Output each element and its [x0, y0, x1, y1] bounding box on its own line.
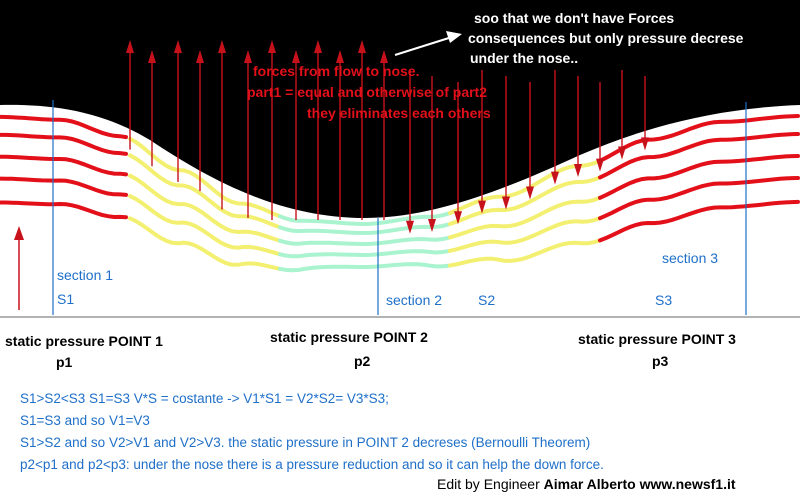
- top-left-label: under the nose..: [5, 10, 106, 25]
- down-arrow-head: [428, 218, 436, 232]
- streamline: [598, 132, 800, 180]
- static-pressure-arrow: [14, 226, 24, 310]
- area-s1-label: S1: [57, 291, 75, 307]
- streamline: [598, 199, 800, 243]
- point-2-symbol: p2: [354, 353, 371, 369]
- point-3-symbol: p3: [652, 353, 669, 369]
- down-arrow-head: [478, 200, 486, 214]
- credit-line: Edit by Engineer Aimar Alberto www.newsf…: [437, 476, 736, 492]
- streamline: [128, 136, 282, 219]
- down-arrow-head: [641, 137, 649, 151]
- downward-force-arrows: [406, 70, 649, 234]
- streamline: [128, 153, 282, 230]
- streamline: [448, 175, 602, 226]
- area-s3-label: S3: [655, 292, 673, 308]
- note-top-right: soo that we don't have Forces consequenc…: [468, 8, 743, 68]
- up-arrow-head: [196, 50, 204, 63]
- streamline: [128, 194, 282, 257]
- up-arrow-head: [126, 40, 134, 53]
- annotation-arrow: [394, 31, 462, 56]
- down-arrow-head: [502, 196, 510, 210]
- streamline: [278, 222, 450, 236]
- up-arrow-head: [244, 50, 252, 63]
- streamline: [448, 216, 602, 253]
- formula-line-1: S1>S2<S3 S1=S3 V*S = costante -> V1*S1 =…: [20, 391, 389, 406]
- streamline: [448, 238, 602, 268]
- credit-name: Aimar Alberto: [543, 476, 636, 492]
- section-3-label: section 3: [662, 250, 719, 266]
- point-2-label: static pressure POINT 2: [270, 329, 428, 345]
- point-1-label: static pressure POINT 1: [5, 333, 163, 349]
- streamline: [0, 200, 128, 220]
- streamline: [598, 176, 800, 221]
- forces-note-line-3: they eliminates each others: [307, 105, 491, 121]
- streamline: [598, 154, 800, 200]
- up-arrow-head: [336, 50, 344, 63]
- streamline: [278, 211, 450, 227]
- up-arrow-head: [380, 50, 388, 63]
- streamline: [0, 132, 128, 156]
- streamline: [448, 195, 602, 240]
- note-line-3: under the nose..: [470, 50, 579, 66]
- formula-block: S1>S2<S3 S1=S3 V*S = costante -> V1*S1 =…: [20, 388, 604, 476]
- credit-prefix: Edit by Engineer: [437, 476, 540, 492]
- note-line-1: soo that we don't have Forces: [474, 10, 675, 26]
- note-line-2: consequences but only pressure decrese: [468, 30, 744, 46]
- up-arrow-head: [314, 40, 322, 53]
- up-arrow-head: [268, 40, 276, 53]
- streamline: [0, 154, 128, 177]
- down-arrow-head: [551, 171, 559, 185]
- down-arrow-head: [596, 158, 604, 172]
- formula-line-3: S1>S2 and so V2>V1 and V2>V3. the static…: [20, 435, 591, 450]
- streamline: [128, 173, 282, 243]
- streamline: [278, 262, 450, 273]
- down-arrow-head: [406, 220, 414, 234]
- up-arrow-head: [292, 50, 300, 63]
- section-2-label: section 2: [386, 292, 443, 308]
- formula-line-2: S1=S3 and so V1=V3: [20, 413, 150, 428]
- section-1-label: section 1: [57, 267, 114, 283]
- up-arrow-head: [174, 40, 182, 53]
- credit-site: www.newsf1.it: [639, 476, 736, 492]
- streamline: [278, 235, 450, 247]
- forces-note-line-1: forces from flow to nose.: [253, 63, 420, 79]
- forces-note: forces from flow to nose. part1 = equal …: [247, 61, 491, 124]
- formula-line-4: p2<p1 and p2<p3: under the nose there is…: [20, 457, 604, 472]
- down-arrow-head: [574, 164, 582, 178]
- up-arrow-head: [148, 50, 156, 63]
- streamline: [128, 216, 282, 271]
- up-arrow-head: [358, 40, 366, 53]
- streamline: [0, 176, 128, 197]
- forces-note-line-2: part1 = equal and otherwise of part2: [247, 84, 488, 100]
- streamline: [0, 114, 128, 140]
- down-arrow-head: [526, 186, 534, 200]
- down-arrow-head: [618, 146, 626, 160]
- streamline: [278, 249, 450, 259]
- point-1-symbol: p1: [56, 354, 73, 370]
- point-3-label: static pressure POINT 3: [578, 331, 736, 347]
- down-arrow-head: [454, 211, 462, 225]
- upward-force-arrows: [126, 40, 388, 220]
- flow-diagram: [0, 0, 800, 318]
- streamline: [598, 114, 800, 163]
- area-s2-label: S2: [478, 292, 496, 308]
- up-arrow-head: [218, 40, 226, 53]
